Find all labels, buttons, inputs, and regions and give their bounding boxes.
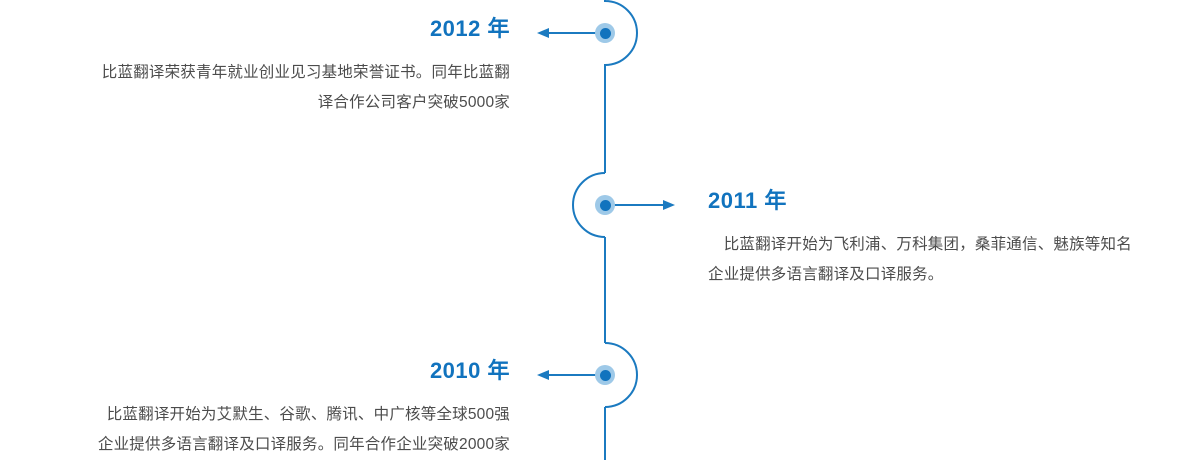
description-line: 企业提供多语言翻译及口译服务。同年合作企业突破2000家 bbox=[97, 436, 510, 453]
description-line: 企业提供多语言翻译及口译服务。 bbox=[708, 266, 944, 283]
timeline-entry-2011: 2011 年 比蓝翻译开始为飞利浦、万科集团，桑菲通信、魅族等知名 企业提供多语… bbox=[708, 190, 1188, 290]
timeline-description-2010: 比蓝翻译开始为艾默生、谷歌、腾讯、中广核等全球500强 企业提供多语言翻译及口译… bbox=[0, 400, 510, 460]
description-line: 比蓝翻译开始为艾默生、谷歌、腾讯、中广核等全球500强 bbox=[106, 406, 510, 423]
timeline-year-label-2010: 2010 年 bbox=[429, 358, 510, 383]
timeline-year-label-2011: 2011 年 bbox=[708, 188, 787, 213]
timeline-description-2012: 比蓝翻译荣获青年就业创业见习基地荣誉证书。同年比蓝翻 译合作公司客户突破5000… bbox=[0, 58, 510, 118]
timeline-node-dot-2010[interactable] bbox=[595, 365, 615, 385]
timeline-description-2011: 比蓝翻译开始为飞利浦、万科集团，桑菲通信、魅族等知名 企业提供多语言翻译及口译服… bbox=[708, 230, 1188, 290]
timeline-node-dot-2012[interactable] bbox=[595, 23, 615, 43]
timeline-entry-2010: 2010 年 比蓝翻译开始为艾默生、谷歌、腾讯、中广核等全球500强 企业提供多… bbox=[0, 360, 510, 460]
timeline-node-dot-2011[interactable] bbox=[595, 195, 615, 215]
timeline-entry-2012: 2012 年 比蓝翻译荣获青年就业创业见习基地荣誉证书。同年比蓝翻 译合作公司客… bbox=[0, 18, 510, 118]
description-line: 比蓝翻译开始为飞利浦、万科集团，桑菲通信、魅族等知名 bbox=[708, 236, 1132, 253]
arrow-head-2011 bbox=[663, 200, 675, 210]
description-line: 译合作公司客户突破5000家 bbox=[317, 94, 510, 111]
arrow-head-2012 bbox=[537, 28, 549, 38]
arrow-head-2010 bbox=[537, 370, 549, 380]
description-line: 比蓝翻译荣获青年就业创业见习基地荣誉证书。同年比蓝翻 bbox=[101, 64, 510, 81]
timeline-year-label-2012: 2012 年 bbox=[429, 16, 510, 41]
